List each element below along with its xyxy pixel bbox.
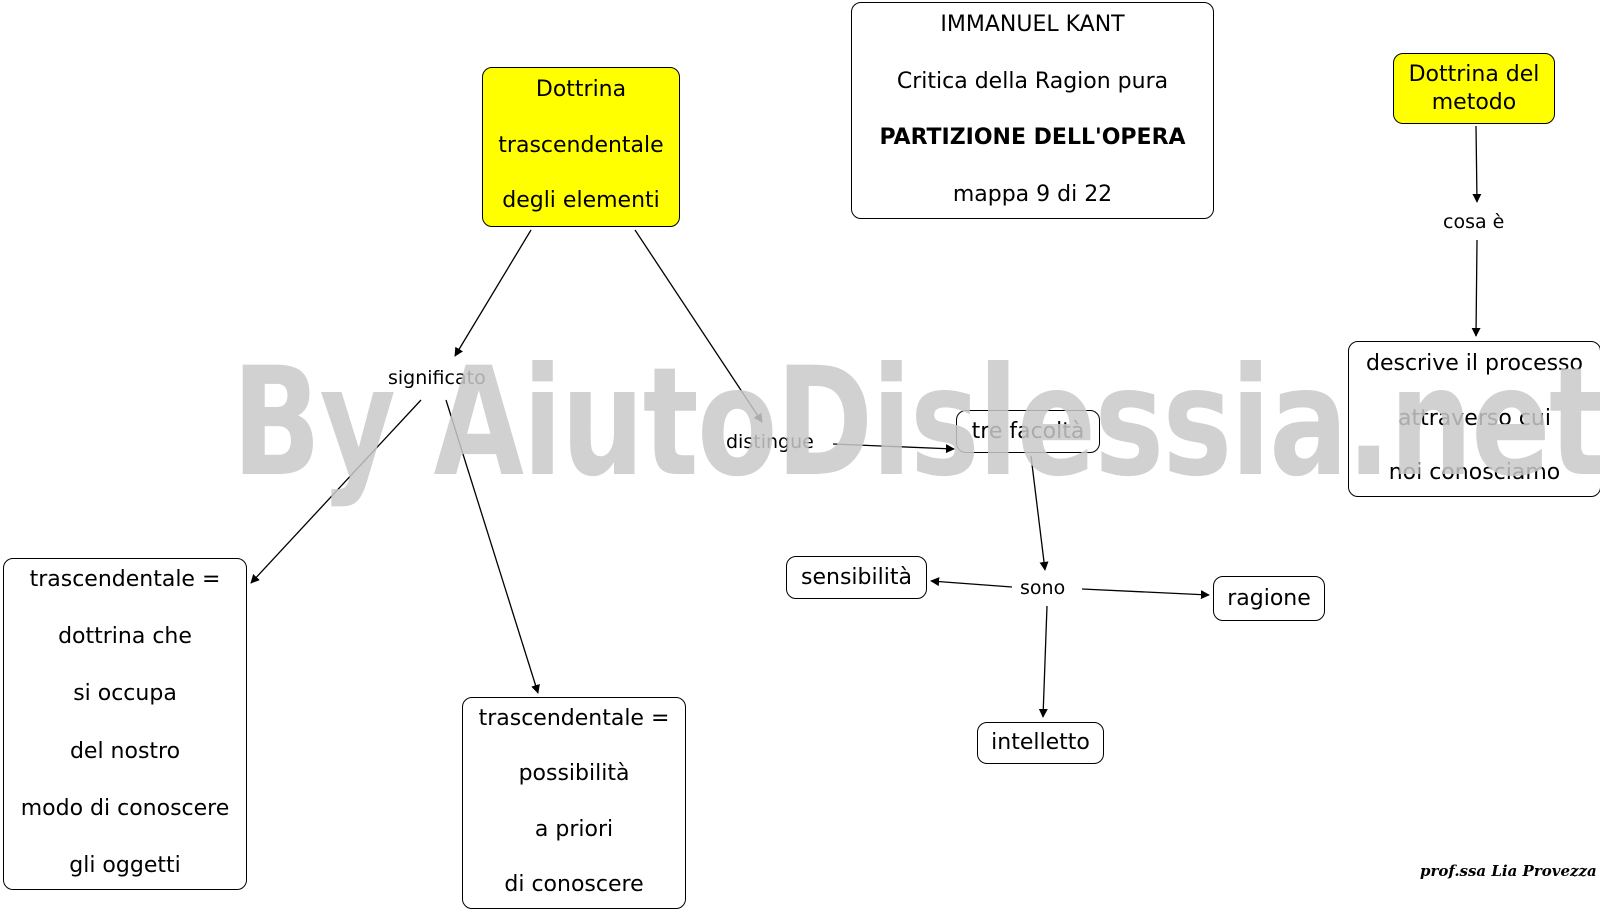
edge-sono-intelletto	[1038, 605, 1048, 718]
node-trasc2-line3: a priori	[534, 816, 614, 842]
link-label-distingue: distingue	[724, 431, 816, 453]
node-trasc1-line6: gli oggetti	[69, 852, 181, 878]
node-dottrina-elementi-line1: Dottrina	[535, 77, 627, 102]
edge-significato-trasc1	[250, 399, 422, 584]
edge-cosae-descrive	[1471, 239, 1481, 337]
node-descrive-line1: descrive il processo	[1366, 351, 1583, 376]
author-signature: prof.ssa Lia Provezza	[1420, 862, 1597, 880]
node-trasc2-line2: possibilità	[518, 761, 630, 787]
node-trasc1-line3: si occupa	[73, 681, 177, 707]
node-dottrina-elementi[interactable]: Dottrina trascendentale degli elementi	[482, 67, 680, 227]
edge-trefacolta-sono	[1030, 455, 1049, 571]
node-trasc2-line4: di conoscere	[504, 871, 644, 897]
edge-sono-sensibilita	[930, 577, 1013, 588]
node-tre-facolta[interactable]: tre facoltà	[956, 410, 1100, 453]
title-box: IMMANUEL KANT Critica della Ragion pura …	[851, 2, 1214, 219]
node-ragione[interactable]: ragione	[1213, 576, 1325, 621]
node-ragione-label: ragione	[1227, 585, 1311, 611]
node-tre-facolta-label: tre facoltà	[971, 418, 1085, 444]
node-sensibilita-label: sensibilità	[801, 564, 912, 590]
node-dottrina-elementi-line2: trascendentale	[498, 132, 664, 158]
edge-elementi-significato	[454, 229, 532, 357]
node-dottrina-metodo-line2: metodo	[1431, 89, 1517, 115]
node-trasc1-line2: dottrina che	[58, 624, 192, 650]
node-dottrina-metodo[interactable]: Dottrina del metodo	[1393, 53, 1555, 124]
node-intelletto[interactable]: intelletto	[977, 722, 1104, 764]
node-trasc1-line1: trascendentale =	[29, 567, 221, 592]
edge-significato-trasc2	[445, 399, 540, 694]
edge-elementi-distingue	[634, 229, 763, 423]
edge-metodo-cosae	[1472, 125, 1482, 203]
node-dottrina-metodo-line1: Dottrina del	[1408, 61, 1540, 87]
watermark: By AiutoDislessia.net	[232, 336, 1600, 510]
node-descrive-line3: noi conosciamo	[1388, 460, 1561, 485]
title-section: PARTIZIONE DELL'OPERA	[879, 125, 1186, 151]
node-sensibilita[interactable]: sensibilità	[786, 556, 927, 599]
link-label-significato: significato	[386, 367, 488, 389]
title-work: Critica della Ragion pura	[896, 68, 1169, 94]
node-trasc1-line4: del nostro	[69, 738, 181, 764]
node-trasc2-line1: trascendentale =	[478, 706, 670, 731]
node-descrive-processo[interactable]: descrive il processo attraverso cui noi …	[1348, 341, 1600, 497]
edge-sono-ragione	[1081, 588, 1210, 600]
node-trasc1-line5: modo di conoscere	[20, 795, 230, 821]
node-trascendentale-definizione[interactable]: trascendentale = dottrina che si occupa …	[3, 558, 247, 890]
edge-distingue-trefacolta	[832, 443, 955, 454]
node-trascendentale-possibilita[interactable]: trascendentale = possibilità a priori di…	[462, 697, 686, 909]
link-label-cosa-e: cosa è	[1441, 211, 1507, 233]
node-intelletto-label: intelletto	[991, 730, 1090, 755]
title-author: IMMANUEL KANT	[940, 12, 1125, 37]
node-dottrina-elementi-line3: degli elementi	[502, 188, 660, 213]
title-map-number: mappa 9 di 22	[952, 181, 1113, 207]
link-label-sono: sono	[1018, 577, 1068, 599]
node-descrive-line2: attraverso cui	[1398, 405, 1551, 431]
